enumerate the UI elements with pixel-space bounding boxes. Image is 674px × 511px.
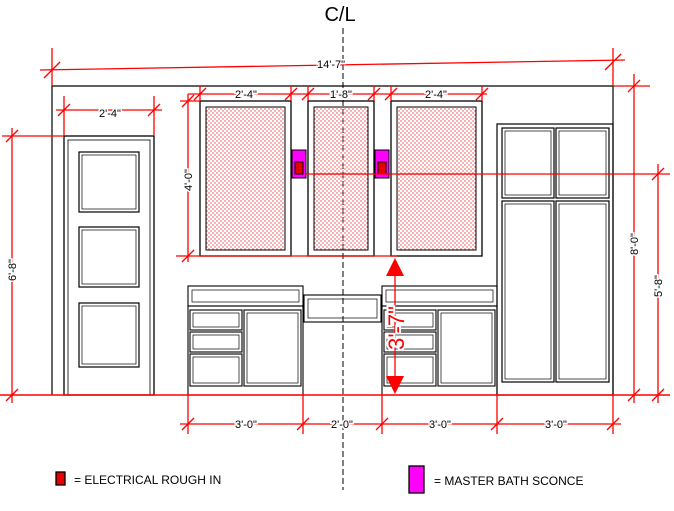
door: [63, 135, 155, 396]
dimension-lines: [2, 48, 670, 434]
dim-tall-cabinet: 3'-0": [545, 419, 567, 431]
legend-electrical-label: = ELECTRICAL ROUGH IN: [74, 473, 221, 487]
arrow-down: [386, 376, 404, 394]
dim-door-width: 2'-4": [99, 108, 121, 120]
tall-cabinet: [496, 123, 614, 396]
dim-counter-to-mirror: 3'-7": [384, 306, 409, 350]
dim-vanity-left: 3'-0": [235, 419, 257, 431]
dim-vanity-right: 3'-0": [429, 419, 451, 431]
legend: = ELECTRICAL ROUGH IN = MASTER BATH SCON…: [55, 465, 583, 494]
legend-master-bath-sconce: = MASTER BATH SCONCE: [408, 465, 583, 494]
mirror-left: [199, 100, 292, 257]
dim-overall-width: 14'-7": [317, 59, 345, 71]
dimension-labels: 14'-7" 2'-4" 6'-8" 2'-4" 1'-8" 2'-4" 4'-…: [6, 58, 667, 433]
dim-sconce-height: 5'-8": [653, 275, 665, 297]
electrical-rough-in-icon: [55, 471, 66, 486]
centerline-label: C/L: [324, 4, 355, 26]
dim-mirror-right-width: 2'-4": [425, 89, 447, 101]
vanity-center: [303, 294, 382, 323]
dim-wall-height: 8'-0": [629, 233, 641, 255]
sconce-left: [291, 149, 307, 179]
dim-mirror-left-width: 2'-4": [235, 89, 257, 101]
arrow-up: [386, 258, 404, 276]
mirror-center: [307, 100, 375, 257]
dim-mirror-height: 4'-0": [183, 169, 195, 191]
sconce-right: [374, 149, 390, 179]
vanity-left: [187, 285, 304, 396]
legend-electrical-rough-in: = ELECTRICAL ROUGH IN: [55, 471, 221, 487]
legend-sconce-label: = MASTER BATH SCONCE: [434, 474, 583, 488]
dim-door-height: 6'-8": [7, 259, 19, 281]
master-bath-sconce-icon: [408, 465, 425, 494]
dim-mirror-center-width: 1'-8": [330, 89, 352, 101]
dim-vanity-center: 2'-0": [331, 419, 353, 431]
mirror-right: [390, 100, 483, 257]
